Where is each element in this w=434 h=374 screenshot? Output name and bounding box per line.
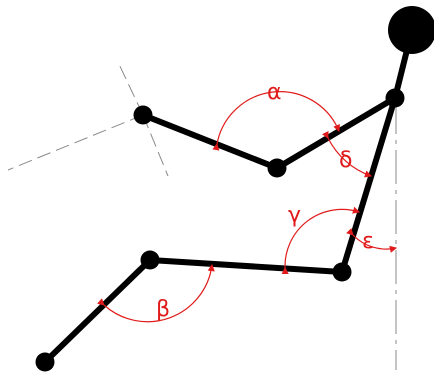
joint-middle: [267, 158, 287, 178]
joint-upper-left: [133, 105, 153, 125]
guide-line-left-upper: [117, 61, 144, 116]
segment-left-to-foot: [42, 257, 153, 365]
guide-line-diagonal: [142, 114, 169, 177]
delta-arc: [322, 130, 373, 178]
segment-mid-to-left: [140, 112, 280, 171]
segment-lower-to-left: [147, 257, 345, 275]
angle-arcs: [97, 91, 398, 323]
beta-label: β: [156, 297, 170, 322]
joint-upper-right: [385, 88, 405, 108]
joint-foot: [35, 352, 55, 372]
delta-label: δ: [339, 148, 352, 173]
segments: [42, 31, 414, 365]
epsilon-label: ε: [362, 229, 374, 254]
joint-lower-right: [332, 262, 352, 282]
beta-arc: [97, 263, 215, 323]
epsilon-arc: [346, 228, 398, 253]
guide-lines: [7, 61, 397, 370]
alpha-label: α: [267, 80, 282, 105]
guide-line-left-lower: [7, 114, 144, 171]
alpha-arc: [212, 91, 340, 151]
gamma-arc: [281, 206, 361, 275]
angle-labels: α δ γ ε β: [156, 80, 374, 322]
joints: [35, 6, 434, 372]
joint-lower-left: [140, 250, 160, 270]
head-circle: [388, 6, 434, 54]
gamma-label: γ: [288, 203, 301, 228]
